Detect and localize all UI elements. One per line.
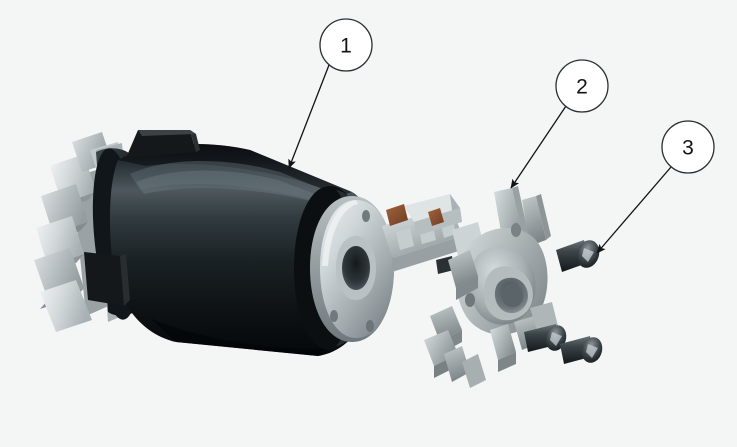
callout-3-number: 3 <box>682 137 694 160</box>
callout-2-number: 2 <box>576 76 588 99</box>
part-screw-upper <box>556 240 600 272</box>
copper-contact <box>428 208 444 226</box>
part-mounting-tab-top <box>126 130 200 158</box>
callout-2[interactable]: 2 <box>510 59 609 189</box>
copper-contact <box>386 204 408 226</box>
callout-3[interactable]: 3 <box>596 120 715 254</box>
part-end-flange <box>310 196 394 342</box>
part-brush-carrier <box>382 194 484 274</box>
part-mounting-tab-lower <box>84 252 130 306</box>
callout-1[interactable]: 1 <box>288 18 373 169</box>
callout-1-number: 1 <box>340 35 352 58</box>
callout-2-balloon[interactable] <box>555 59 609 113</box>
callout-3-leader <box>596 166 672 254</box>
flange-bolt-hole <box>366 320 374 332</box>
screw-hex-socket <box>586 344 598 358</box>
flange-bolt-hole <box>330 310 338 322</box>
part-screw-long-right <box>560 336 603 364</box>
part-gear-housing-bracket <box>424 186 558 388</box>
bracket-bolt-hole <box>511 223 521 237</box>
bracket-bolt-hole <box>465 293 475 307</box>
callout-1-leader <box>288 64 330 169</box>
screw-hex-socket <box>550 332 562 346</box>
callout-3-balloon[interactable] <box>661 120 715 174</box>
callout-2-leader <box>510 105 567 189</box>
flange-bolt-hole <box>362 210 370 222</box>
screw-hex-socket <box>582 248 594 262</box>
callout-1-balloon[interactable] <box>319 18 373 72</box>
